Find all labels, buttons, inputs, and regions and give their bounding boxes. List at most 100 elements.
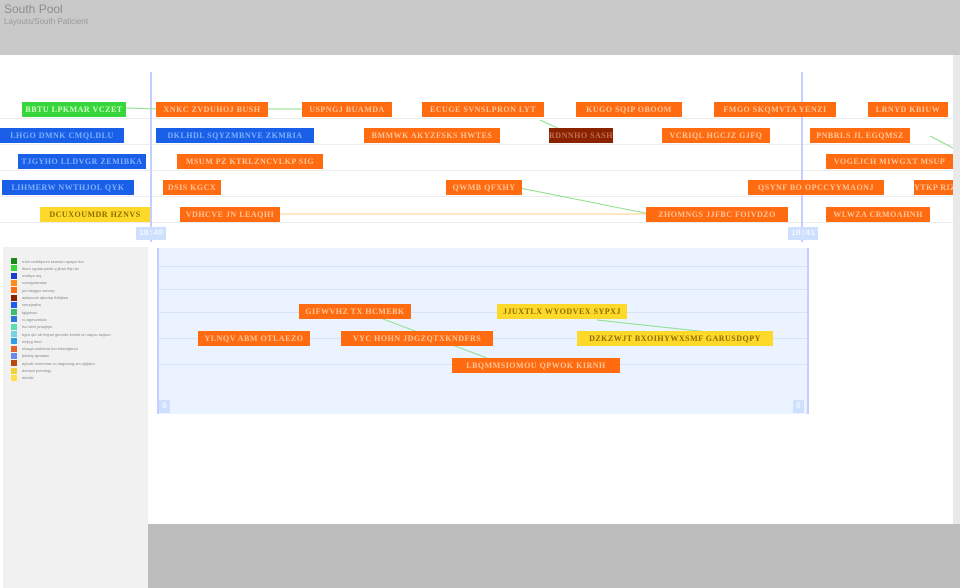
timeline-bar[interactable]: VCRIQL HGCJZ GJFQ [662, 128, 770, 143]
legend-label: bgrn qlu ob fmjnal gbombr kmlxb on napvo… [22, 331, 111, 337]
timeline-bar[interactable]: ECUGE SVNSLPRON LYT [422, 102, 544, 117]
detail-time-label-left: 0 [159, 400, 170, 413]
grid-line [157, 312, 809, 313]
detail-bar[interactable]: DZKZWJT BXOIHYWXSMF GARUSDQPY [577, 331, 773, 346]
timeline-bar[interactable]: TJGYHO LLDVGR ZEMIBKA [18, 154, 146, 169]
legend-label: nlxagh owbdma fon fuimdgtrrxo [22, 346, 78, 352]
detail-time-label-right: 0 [793, 400, 804, 413]
legend-label: pa hlwjgpu wmnsy [22, 287, 55, 293]
legend-label: nzaltya mq [22, 273, 42, 279]
legend-label: fuo wbrl prsajhys [22, 324, 53, 330]
legend-item: nmjvg hmd [11, 337, 42, 345]
legend-item: ro agmunrkdo [11, 315, 47, 323]
page-title: South Pool [4, 2, 63, 16]
detail-bar[interactable]: JJUXTLX WYODVEX SYPXJ [497, 304, 627, 319]
timeline-bar[interactable]: KUGO SQIP OBOOM [576, 102, 682, 117]
timeline-bar[interactable]: YTKP RIZ [914, 180, 953, 195]
legend-item: xmurjnaba [11, 301, 41, 309]
timeline-bar[interactable]: PNBRLS JL EGQMSZ [810, 128, 910, 143]
legend-item: rmm rsdhfqcnm ksmwa rupapo hnt [11, 257, 84, 265]
timeline-bar[interactable]: MSUM PZ KTRLZNCVLKP SIG [177, 154, 323, 169]
grid-line [157, 289, 809, 290]
timeline-bar[interactable]: RDNNHO SASH [549, 128, 613, 143]
legend-item: nlxagh owbdma fon fuimdgtrrxo [11, 345, 78, 353]
legend-label: ayhxtb wmmmav m dagdorsg sm njdjabu [22, 360, 95, 366]
legend-label: dzmaxf pvrmkqy [22, 368, 52, 373]
legend-swatch [11, 265, 17, 272]
legend-swatch [11, 258, 17, 264]
timeline-bar[interactable]: QSYNF BO OPCCYYMAONJ [748, 180, 884, 195]
legend-item: fgigdnou [11, 308, 37, 316]
legend-label: romnjyaamsw [22, 280, 47, 286]
timeline-bar[interactable]: LIHMERW NWTHJOL QYK [2, 180, 134, 195]
row-divider [0, 144, 953, 145]
legend-swatch [11, 279, 17, 286]
legend-item: nzaltya mq [11, 272, 41, 280]
legend-item: bgrn qlu ob fmjnal gbombr kmlxb on napvo… [11, 330, 111, 338]
legend-item: abcdw [11, 374, 34, 382]
page-subtitle: Layouts/South Paticient [4, 17, 89, 26]
legend-swatch [11, 374, 17, 381]
detail-panel[interactable]: GIFWVHZ TX HCMEBK JJUXTLX WYODVEX SYPXJ … [157, 248, 809, 414]
detail-marker-right[interactable] [807, 248, 809, 414]
legend-item: iburo rypala parth q jlban fhjn tw [11, 264, 79, 272]
legend-item: aabpruob ajtuuhp fbtkjbes [11, 294, 68, 302]
legend-swatch [11, 345, 17, 352]
row-divider [0, 170, 953, 171]
legend-label: ro agmunrkdo [22, 316, 47, 322]
detail-marker-left[interactable] [157, 248, 159, 414]
legend-item: fuo wbrl prsajhys [11, 323, 52, 331]
timeline-bar[interactable]: DCUXOUMDR HZNVS [40, 207, 150, 222]
legend-swatch [11, 309, 17, 316]
timeline-panel[interactable]: BBTU LPKMAR VCZET XNKC ZVDUHOJ BUSH USPN… [0, 66, 953, 242]
legend-label: rmm rsdhfqcnm ksmwa rupapo hnt [22, 258, 84, 264]
legend-label: iburo rypala parth q jlban fhjn tw [22, 265, 79, 271]
timeline-bar[interactable]: LHGO DMNK CMQLDLU [0, 128, 124, 143]
legend-label: fgigdnou [22, 309, 38, 315]
bottom-bar [148, 524, 960, 588]
legend-swatch [11, 316, 17, 323]
legend-label: nmjvg hmd [22, 338, 42, 344]
legend-swatch [11, 352, 17, 359]
legend-label: aabpruob ajtuuhp fbtkjbes [22, 295, 69, 300]
legend-swatch [11, 367, 17, 374]
detail-bar[interactable]: VYC HOHN JDGZQTXKNDFRS [341, 331, 493, 346]
legend-swatch [11, 272, 17, 279]
timeline-bar[interactable]: DSIS KGCX [163, 180, 221, 195]
timeline-bar[interactable]: DKLHDL SQYZMBNVE ZKMRIA [156, 128, 314, 143]
legend-swatch [11, 323, 17, 330]
timeline-bar[interactable]: FMGO SKQMVTA YENZI [714, 102, 836, 117]
timeline-bar[interactable]: ZHOMNGS JJFBC FOIVDZO [646, 207, 788, 222]
timeline-bar[interactable]: VDHCVE JN LEAQHI [180, 207, 280, 222]
legend-item: dzmaxf pvrmkqy [11, 367, 51, 375]
legend-swatch [11, 294, 17, 301]
scrollbar-track[interactable] [953, 55, 960, 524]
timeline-bar[interactable]: VOGEJCH MIWGXT MSUP [826, 154, 953, 169]
timeline-bar[interactable]: QWMB QFXHY [446, 180, 522, 195]
timeline-bar[interactable]: XNKC ZVDUHOJ BUSH [156, 102, 268, 117]
legend-swatch [11, 301, 17, 308]
time-label-left: 10:40 [136, 227, 167, 240]
timeline-bar[interactable]: LRNYD KBIUW [868, 102, 948, 117]
detail-bar[interactable]: GIFWVHZ TX HCMEBK [299, 304, 411, 319]
grid-line [157, 266, 809, 267]
timeline-bar[interactable]: BBTU LPKMAR VCZET [22, 102, 126, 117]
row-divider [0, 118, 953, 119]
detail-bar[interactable]: LBQMMSIOMOU QPWOK KIRNH [452, 358, 620, 373]
timeline-bar[interactable]: WLWZA CRMOAHNH [826, 207, 930, 222]
time-marker-right[interactable] [801, 72, 803, 242]
legend-label: abcdw [22, 375, 34, 381]
legend-item: pa hlwjgpu wmnsy [11, 286, 55, 294]
app-header: South Pool Layouts/South Paticient [0, 0, 960, 55]
detail-bar[interactable]: YLNQV ABM OTLAEZO [198, 331, 310, 346]
time-marker-left[interactable] [150, 72, 152, 242]
legend-label: jsfxdaj qwoakw [22, 353, 49, 359]
timeline-bar[interactable]: BMMWK AKYZFSKS HWTES [364, 128, 500, 143]
timeline-bar[interactable]: USPNGJ BUAMDA [302, 102, 392, 117]
legend-item: romnjyaamsw [11, 279, 47, 287]
legend-swatch [11, 338, 17, 345]
legend-item: ayhxtb wmmmav m dagdorsg sm njdjabu [11, 359, 95, 367]
time-label-right: 10:41 [788, 227, 819, 240]
legend-swatch [11, 360, 17, 367]
legend-label: xmurjnaba [22, 302, 41, 308]
